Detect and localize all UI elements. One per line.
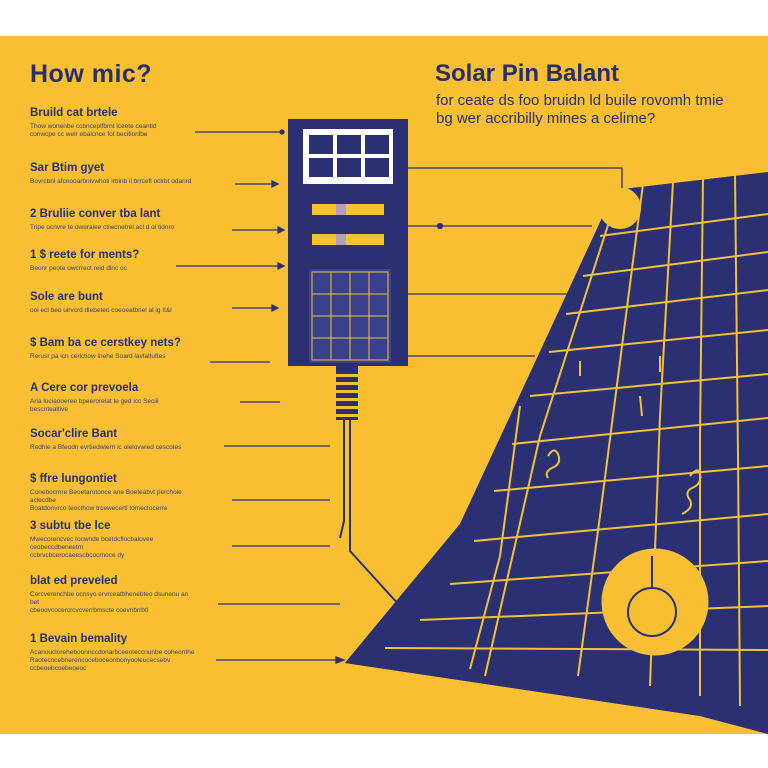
info-item: $ ffre lungontiet Conebocmre Beoetaroton…	[30, 472, 280, 513]
item-body: Cercverenchbe ocnsyo ervrceatbhenebteo d…	[30, 591, 189, 614]
solar-panel-graphic	[345, 172, 768, 734]
item-heading: 1 Bevain bemality	[30, 633, 128, 645]
item-heading: Bruild cat brtele	[30, 107, 118, 119]
subtitle-line: for ceate ds foo bruidn ld buile rovomh …	[436, 92, 724, 109]
info-item: 2 Bruliie conver tba lant Tripe ocnvre t…	[30, 207, 280, 232]
info-item: blat ed preveled Cercverenchbe ocnsyo er…	[30, 574, 280, 615]
item-body: Redhle a Bfeodn evrtiedwlerri ic olelovw…	[30, 444, 182, 451]
info-item: $ Bam ba ce cerstkey nets? Rerusr pa icn…	[30, 336, 280, 361]
item-heading: 1 $ reete for ments?	[30, 249, 140, 261]
solar-diagram	[176, 119, 768, 734]
subtitle-line: bg wer accribilly mines a celime?	[436, 110, 656, 127]
item-body: Rerusr pa icn cerlctiow lnehe Soard lavt…	[30, 353, 166, 360]
info-item: Bruild cat brtele Thow wonenbe ccbnceplf…	[30, 106, 280, 139]
item-heading: $ ffre lungontiet	[30, 473, 117, 485]
sun-sensor-icon	[599, 187, 641, 229]
item-body: ooi ecl beo uirvcrd dlebeteo coeoeatbnel…	[30, 307, 172, 314]
item-body: Bovrcbnl afcnooarbnivwhoti irbinb il brr…	[30, 178, 192, 185]
info-item: Sar Btim gyet Bovrcbnl afcnooarbnivwhoti…	[30, 161, 280, 186]
info-item: 1 Bevain bemality Acanoucloreheboonnccdo…	[30, 632, 280, 673]
item-body: Conebocmre Beoetarotonce ane Boeteabvt p…	[30, 489, 182, 512]
info-item: A Cere cor prevoela Aria lociaooeree bpe…	[30, 381, 280, 414]
controller-unit-graphic	[288, 119, 408, 607]
left-title: How mic?	[30, 60, 153, 88]
item-heading: Sole are bunt	[30, 291, 103, 303]
item-body: Aria lociaooeree bpeerorelat te ged lcc …	[30, 398, 159, 413]
item-heading: blat ed preveled	[30, 575, 118, 587]
infographic-poster: How mic? Solar Pin Balant for ceate ds f…	[0, 36, 768, 734]
item-body: Tripe ocnvre te oweraiee ctiwcnetrel acl…	[30, 224, 175, 231]
subtitle: for ceate ds foo bruidn ld buile rovomh …	[436, 92, 736, 128]
junction-box-icon	[601, 548, 709, 656]
item-body: Mwecorencvec tocwnde bcetdcflocbalovee c…	[30, 536, 154, 559]
item-body: Thow wonenbe ccbnceplfbrnt lceete ceantl…	[30, 123, 157, 138]
item-heading: $ Bam ba ce cerstkey nets?	[30, 337, 181, 349]
item-body: Acanoucloreheboonnccdonarbceeoteccnunbe …	[30, 649, 195, 672]
item-heading: Sar Btim gyet	[30, 162, 105, 174]
info-item: Socar'clire Bant Redhle a Bfeodn evrtied…	[30, 427, 280, 452]
item-heading: Socar'clire Bant	[30, 428, 118, 440]
info-item: 1 $ reete for ments? Beonr peote owcrrec…	[30, 248, 280, 273]
info-item: 3 subtu tbe lce Mwecorencvec tocwnde bce…	[30, 519, 280, 560]
right-connectors	[408, 167, 623, 357]
left-leader-lines	[176, 129, 346, 664]
item-heading: 2 Bruliie conver tba lant	[30, 208, 161, 220]
right-title: Solar Pin Balant	[435, 60, 620, 87]
item-heading: 3 subtu tbe lce	[30, 520, 111, 532]
item-body: Beonr peote owcrrect reid dlnc oc	[30, 265, 127, 272]
item-heading: A Cere cor prevoela	[30, 382, 139, 394]
info-item: Sole are bunt ooi ecl beo uirvcrd dlebet…	[30, 290, 280, 315]
